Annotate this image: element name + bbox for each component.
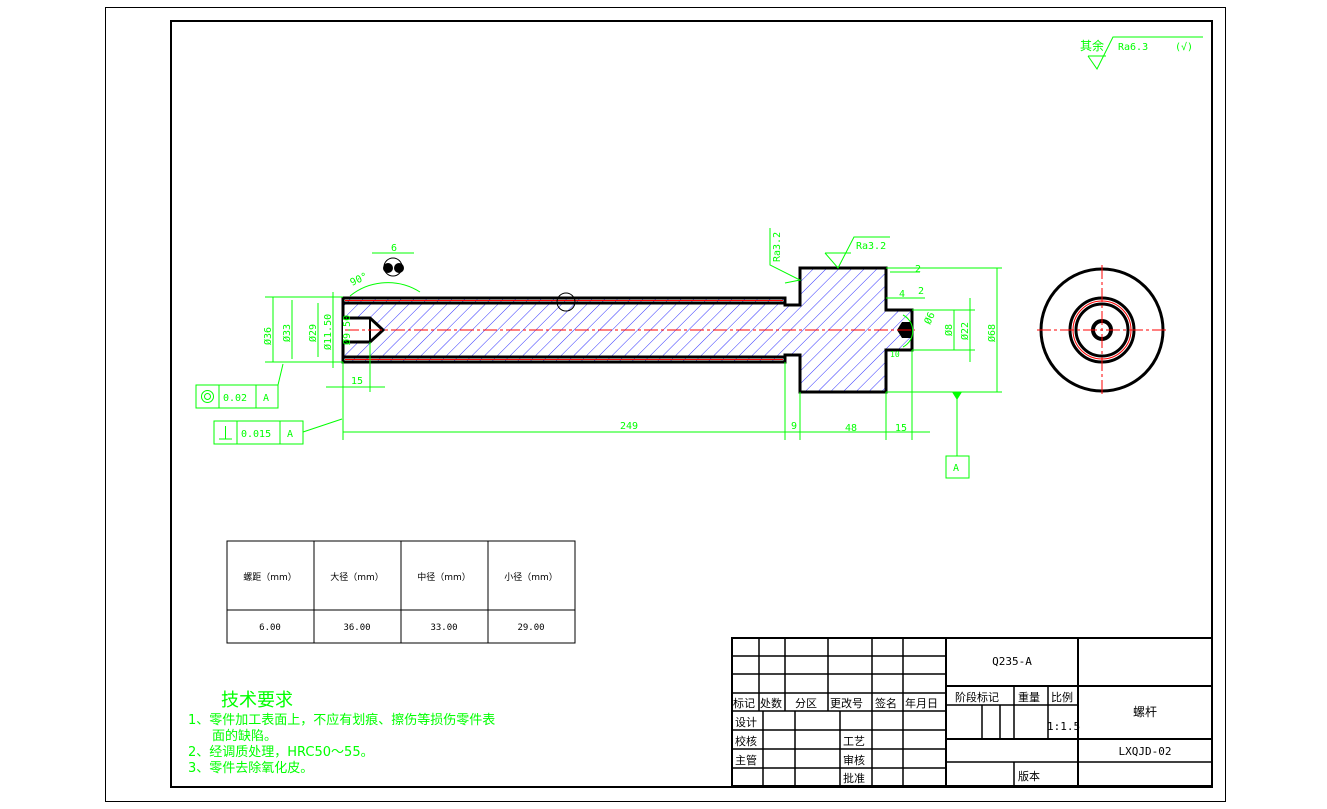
table-header: 小径（mm） [504,571,558,583]
title-block-scale-label: 比例 [1051,690,1073,704]
roughness-marks-0: Ra3.2 [772,232,783,262]
table-header: 大径（mm） [330,571,384,583]
title-block-roles-right-2: 批准 [843,771,865,785]
table-cell: 36.00 [343,623,370,633]
scale: 1:1.5 [1047,720,1080,733]
technical-requirements: 技术要求 1、零件加工表面上，不应有划痕、擦伤等损伤零件表 面的缺陷。 2、经调… [188,690,495,776]
datum-a: A [945,392,970,479]
table-cell: 29.00 [517,623,544,633]
requirements-items-3: 3、零件去除氧化皮。 [188,761,313,776]
dimensions-d36: Ø36 [262,327,274,345]
title-block-roles-right-0: 工艺 [843,735,865,748]
dimensions-d6: Ø6 [922,310,938,326]
title-block-roles-1: 校核 [735,734,757,748]
dimensions-len-2a: 2 [915,264,921,275]
perpendicularity-tolerance: 0.015 A [213,418,343,445]
title-block-weight-label: 重量 [1018,690,1040,704]
material: Q235-A [992,655,1032,668]
concentricity-tolerance: 0.02 A [195,363,284,409]
right-dimensions: Ø68 Ø22 Ø8 Ø6 2 4 2 10 [886,264,1002,393]
title-block-roles-0: 设计 [735,716,757,729]
requirements-items-1: 面的缺陷。 [212,728,277,744]
general-roughness: 其余 Ra6.3 (√) [1080,36,1203,70]
dimensions-d22: Ø22 [959,322,971,340]
roughness-marks: Ra3.2 Ra3.2 [769,228,890,284]
drawing-number: LXQJD-02 [1119,745,1172,758]
title-block-roles-right-1: 审核 [843,753,865,767]
title-block-headers-0: 标记 [733,696,755,710]
dimensions-len-4: 4 [899,289,905,300]
outer-frame [105,7,1226,802]
roughness-prefix: 其余 [1080,38,1104,53]
tolerances-1-value: 0.015 [241,429,271,440]
title-block-headers-3: 更改号 [830,696,863,710]
title-block-roles-2: 主管 [735,753,757,767]
tolerances-1-datum: A [287,429,293,440]
side-view [1037,265,1168,396]
inner-frame [170,20,1213,788]
tolerances-0-value: 0.02 [223,393,247,404]
title-block-text: 标记 处数 分区 更改号 签名 年月日 设计 校核 主管 工艺 审核 批准 Q2… [733,655,1171,785]
length-dimensions: 249 9 48 15 [342,350,930,440]
title-block-headers-2: 分区 [795,697,817,710]
title-block-headers-1: 处数 [760,697,782,710]
thread-table: 螺距（mm） 大径（mm） 中径（mm） 小径（mm） 6.00 36.00 3… [226,540,576,644]
roughness-suffix: (√) [1175,41,1193,53]
title-block [731,637,1213,787]
requirements-title: 技术要求 [221,690,293,711]
dimensions-len-9: 9 [791,421,797,432]
table-header: 螺距（mm） [243,572,297,583]
dimensions-d33: Ø33 [281,324,293,342]
table-header: 中径（mm） [417,571,471,583]
dimensions-len-249: 249 [620,421,638,432]
title-block-version-label: 版本 [1018,769,1040,783]
dimensions-len-15-right: 15 [895,423,907,434]
requirements-items-0: 1、零件加工表面上，不应有划痕、擦伤等损伤零件表 [188,712,495,728]
title-block-headers-5: 年月日 [905,696,938,710]
title-block-headers-4: 签名 [875,696,897,710]
dimensions-d68: Ø68 [986,324,998,342]
table-cell: 33.00 [430,623,457,633]
roughness-marks-1: Ra3.2 [856,241,886,252]
datum-label: A [953,463,959,474]
part-name: 螺杆 [1133,705,1157,719]
table-cell: 6.00 [259,623,281,633]
thread-detail: 6 [372,243,414,277]
dimensions-d11-50: Ø11.50 [322,314,334,350]
left-dimensions: Ø36 Ø33 Ø29 Ø11.50 Ø9.50 15 [262,292,385,392]
dimensions-a10: 10 [890,350,900,359]
dimensions-d29: Ø29 [307,324,319,342]
dimensions-pitch-6: 6 [391,243,397,254]
dimensions-len-2b: 2 [918,286,924,297]
dimensions-d8: Ø8 [943,324,955,336]
roughness-value: Ra6.3 [1118,42,1148,53]
tolerances-0-datum: A [263,393,269,404]
dimensions-len-15-left: 15 [351,376,363,387]
title-block-stage-label: 阶段标记 [955,690,999,704]
dimensions-d9-50: Ø9.50 [341,315,353,345]
requirements-items-2: 2、经调质处理，HRC50～55。 [188,745,374,760]
dimensions-len-48: 48 [845,423,857,434]
